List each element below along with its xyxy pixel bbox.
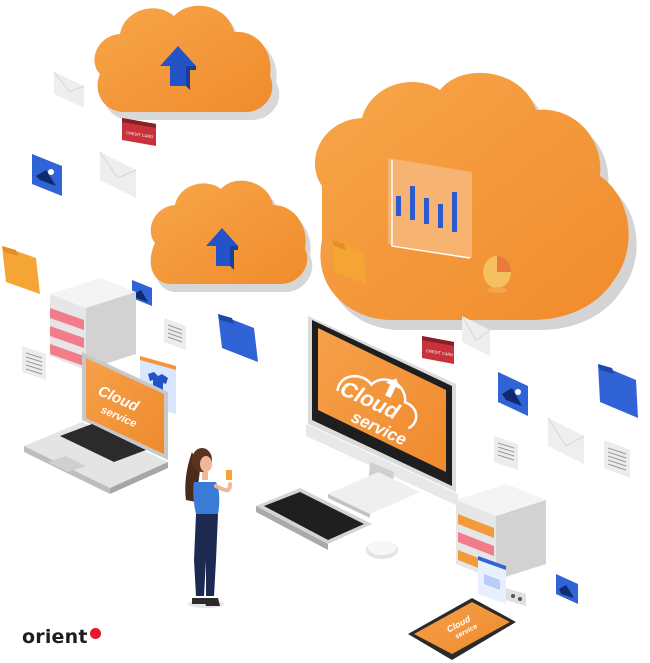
image-icon: [556, 574, 578, 604]
folder-icon: [598, 364, 638, 418]
folder-icon: [2, 246, 40, 294]
logo-text: orient: [22, 626, 88, 648]
shopping-card: [478, 556, 506, 604]
woman-figure: [185, 448, 232, 608]
folder-icon: [332, 240, 366, 284]
document-icon: [604, 440, 630, 478]
orient-logo: orient: [22, 626, 101, 648]
document-icon: [494, 436, 518, 470]
image-icon: [32, 154, 62, 196]
laptop: Cloud service: [24, 352, 168, 494]
envelope-icon: [99, 151, 137, 198]
pie-chart-icon: [483, 256, 511, 293]
image-icon: [132, 280, 152, 306]
keyboard: [256, 488, 372, 550]
upload-arrow-icon: [160, 46, 196, 90]
document-icon: [22, 346, 46, 380]
credit-card-label: CREDIT CARD: [126, 130, 154, 139]
chart-bar: [396, 196, 401, 216]
credit-card-icon: CREDIT CARD: [422, 336, 454, 364]
image-icon: [498, 372, 528, 416]
upload-arrow-icon: [206, 228, 238, 270]
chart-bar: [410, 186, 415, 220]
server-stack-left: [50, 278, 136, 370]
tablet: Cloud service: [408, 598, 516, 660]
cloud-upload-middle: [150, 180, 313, 292]
envelope-icon: [461, 315, 491, 356]
chart-bar: [424, 198, 429, 224]
game-controller-icon: [506, 588, 526, 606]
mouse: [366, 541, 398, 559]
chart-bar: [452, 192, 457, 232]
envelope-icon: [547, 417, 585, 464]
desktop-computer: Cloud service: [306, 316, 458, 518]
document-icon: [164, 318, 186, 350]
envelope-icon: [53, 71, 85, 108]
logo-dot-icon: [89, 628, 101, 639]
cloud-analytics: [315, 72, 637, 330]
server-unit: [50, 308, 84, 366]
bar-chart-panel: [388, 158, 472, 259]
chart-bar: [438, 204, 443, 228]
credit-card-icon: CREDIT CARD: [122, 118, 156, 146]
cloud-upload-top: [94, 5, 280, 120]
folder-icon: [218, 314, 258, 362]
credit-card-label: CREDIT CARD: [426, 348, 454, 357]
